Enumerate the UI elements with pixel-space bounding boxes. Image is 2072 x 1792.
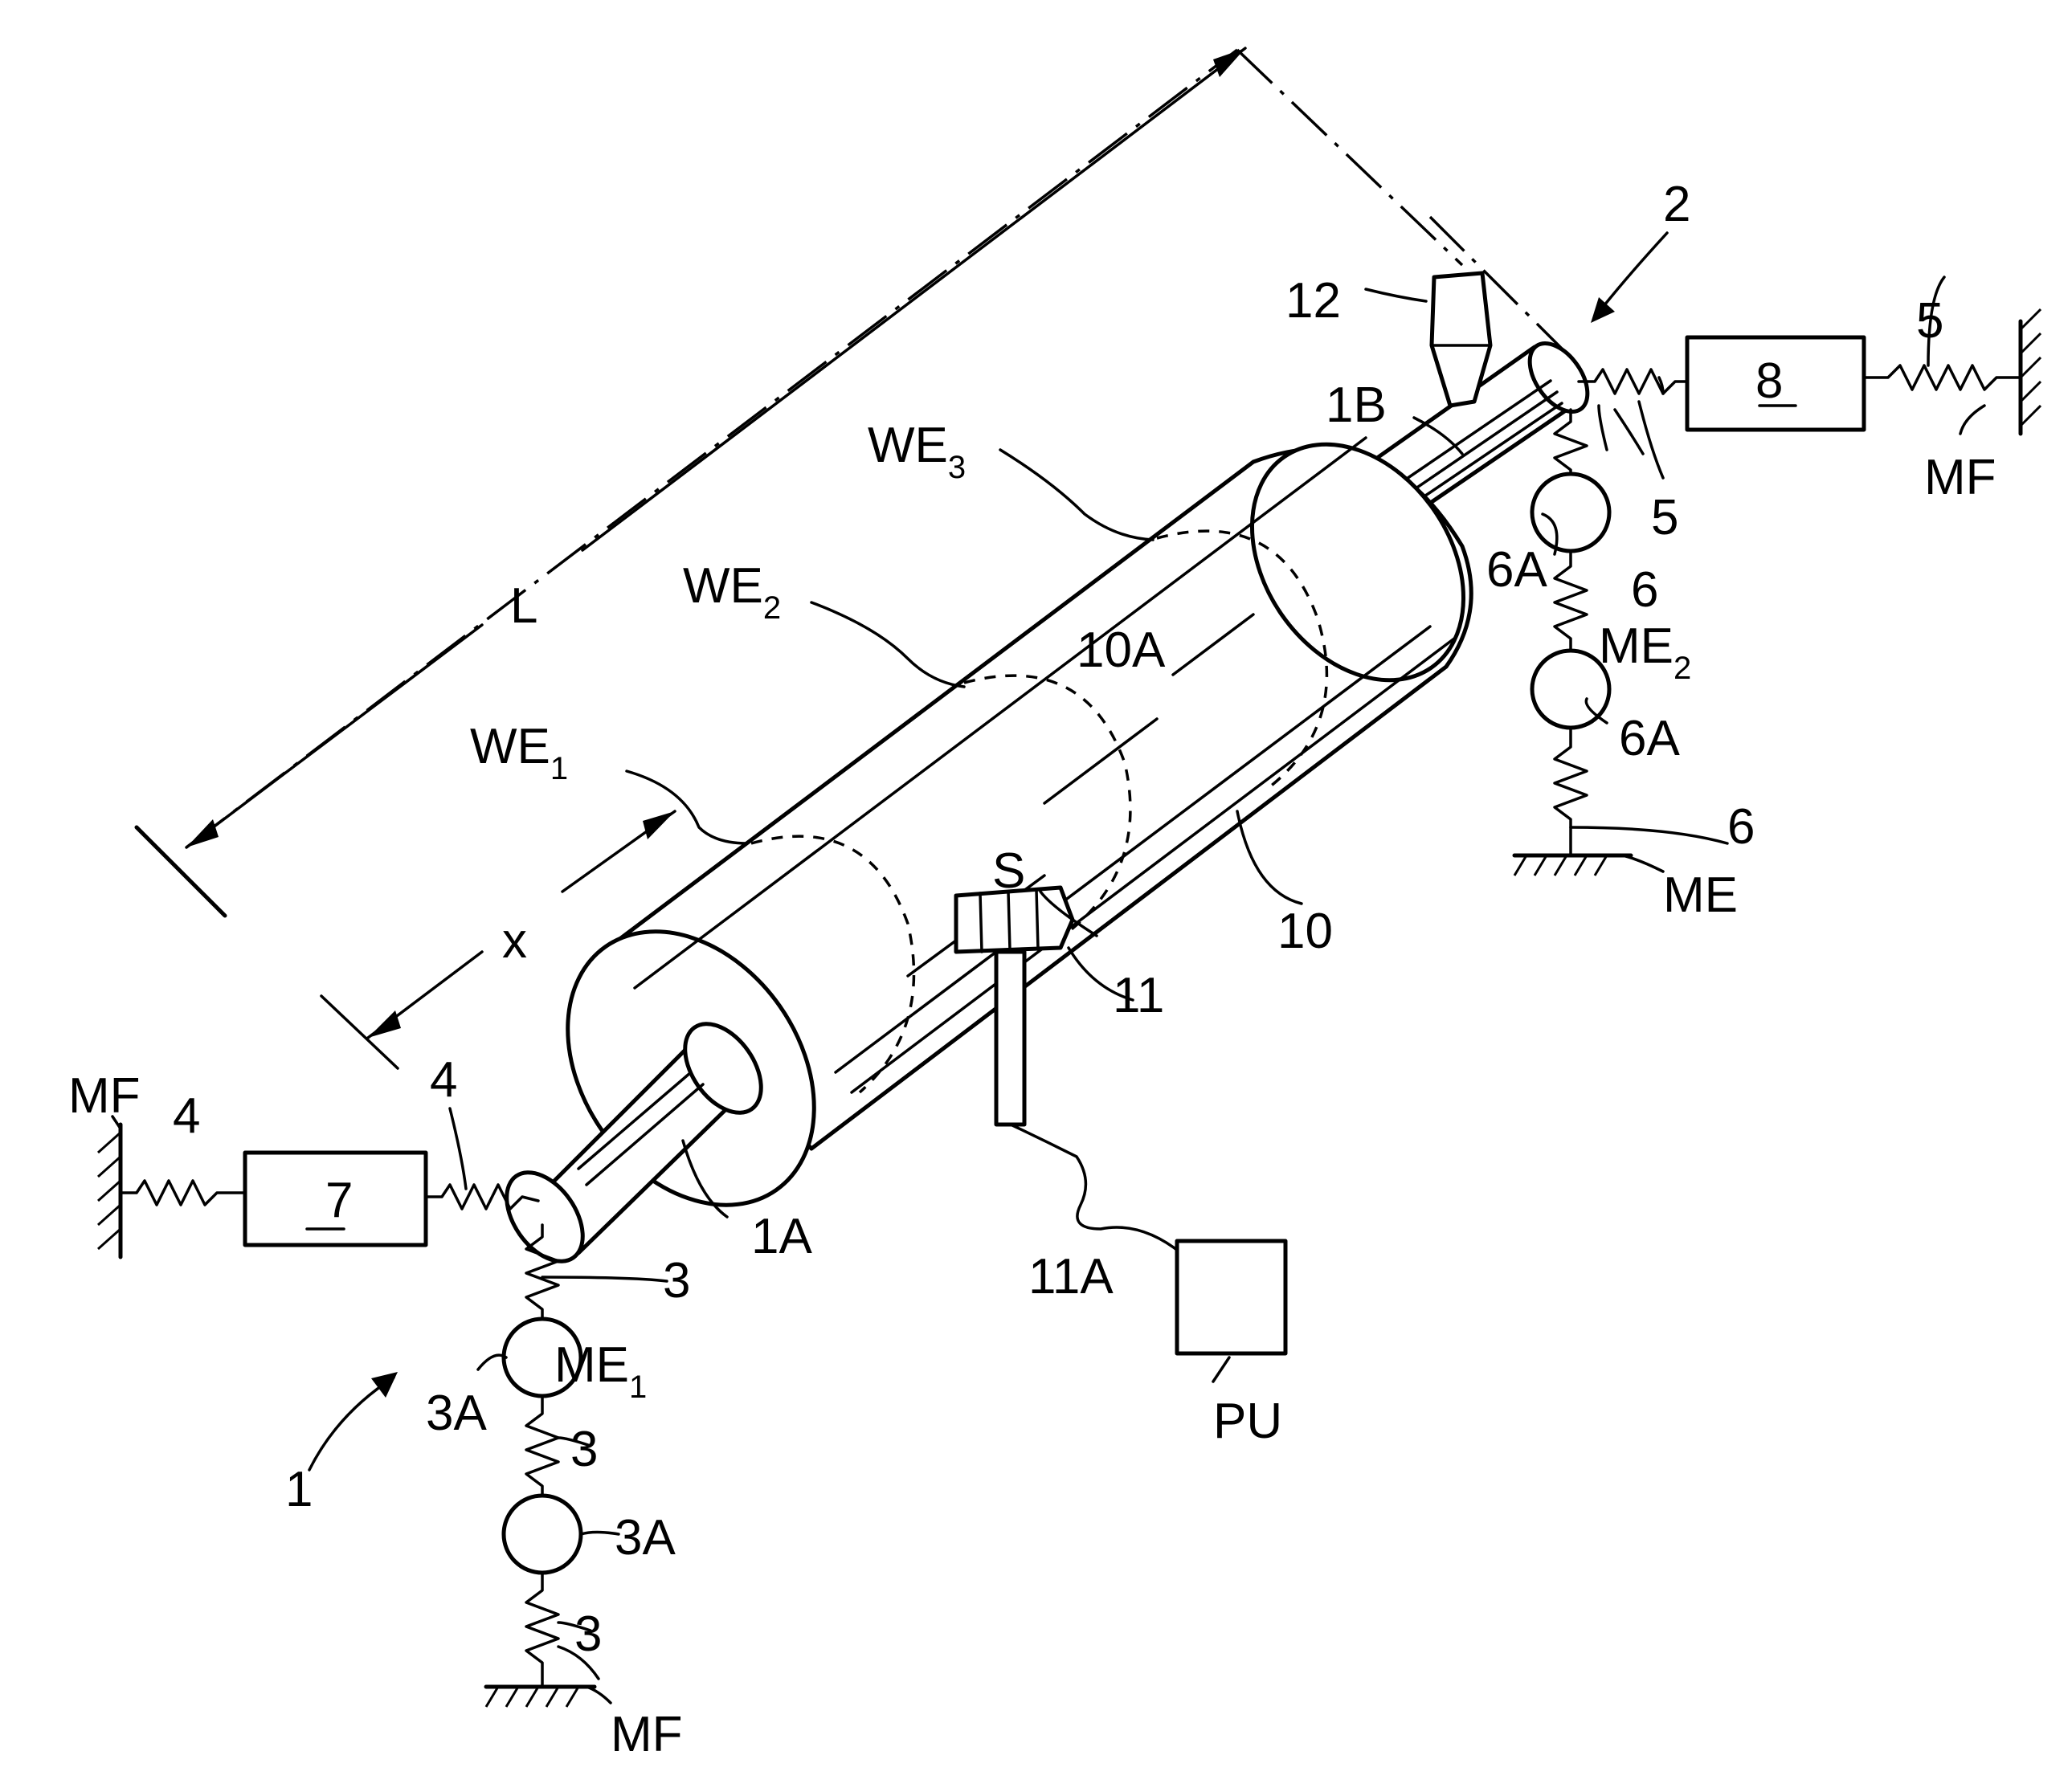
label-ME1: ME1 <box>554 1337 647 1405</box>
label-3-bottom: 3 <box>574 1606 602 1662</box>
label-3-top: 3 <box>663 1253 690 1308</box>
label-12: 12 <box>1285 273 1341 329</box>
label-6-lower: 6 <box>1727 799 1755 855</box>
label-WE2: WE2 <box>683 558 781 626</box>
label-11A: 11A <box>1028 1249 1114 1304</box>
label-ME2: ME2 <box>1599 618 1691 686</box>
processing-unit <box>1177 1241 1285 1382</box>
label-5-top: 5 <box>1916 293 1943 349</box>
leader-lines <box>112 277 1984 1703</box>
label-10: 10 <box>1277 904 1333 959</box>
label-WE3: WE3 <box>868 418 966 485</box>
label-x: x <box>502 913 527 969</box>
label-6A-upper: 6A <box>1486 542 1547 598</box>
label-3-mid: 3 <box>570 1422 598 1477</box>
label-MF-bottom: MF <box>611 1707 683 1762</box>
label-MF-left: MF <box>68 1068 141 1124</box>
label-11: 11 <box>1113 968 1164 1023</box>
label-4-right: 4 <box>430 1052 457 1108</box>
label-2: 2 <box>1663 177 1690 232</box>
label-PU: PU <box>1213 1394 1282 1449</box>
label-4-left: 4 <box>173 1088 200 1144</box>
label-6-upper: 6 <box>1631 562 1658 618</box>
label-ME: ME <box>1663 867 1738 923</box>
label-MF-right: MF <box>1924 450 1996 505</box>
left-horizontal-support <box>98 1125 538 1257</box>
label-3A-lower: 3A <box>615 1510 676 1565</box>
label-3A-upper: 3A <box>426 1386 487 1441</box>
label-5-bottom: 5 <box>1651 490 1678 545</box>
label-7: 7 <box>325 1173 353 1228</box>
label-1A: 1A <box>751 1209 812 1264</box>
label-S: S <box>992 843 1025 899</box>
label-8: 8 <box>1755 353 1783 409</box>
label-WE1: WE1 <box>470 719 568 786</box>
label-1: 1 <box>285 1462 313 1517</box>
label-10A: 10A <box>1077 623 1166 678</box>
label-L: L <box>510 578 537 634</box>
label-6A-lower: 6A <box>1619 711 1680 766</box>
label-1B: 1B <box>1326 378 1387 433</box>
